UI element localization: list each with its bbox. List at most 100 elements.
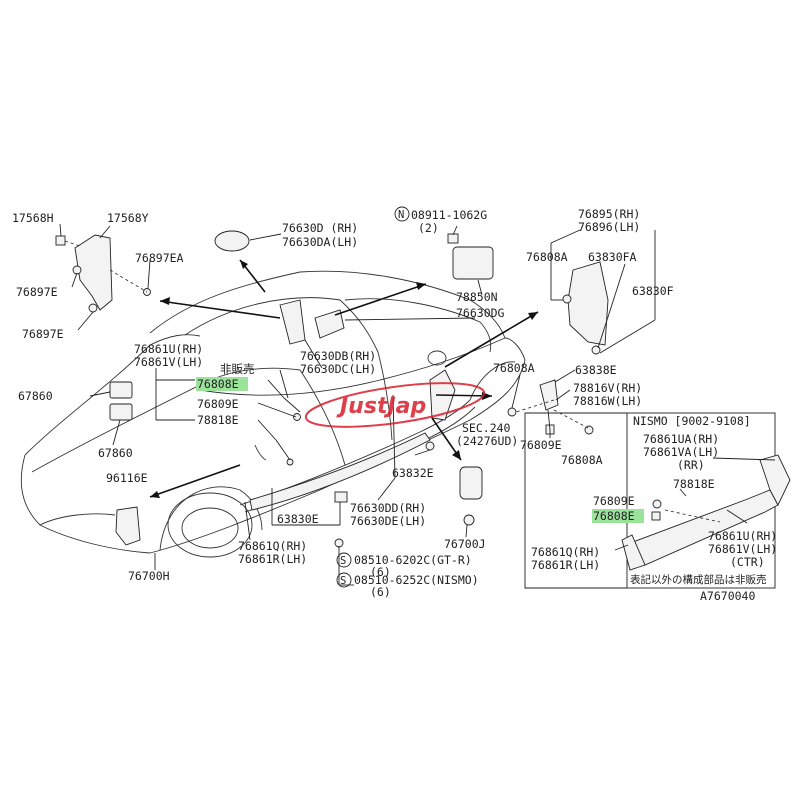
clip-63832E (425, 441, 435, 451)
nut-symbol-circle (394, 206, 410, 222)
label-nismo-header: NISMO [9002-9108] (633, 414, 751, 428)
side-sill-76861 (249, 432, 431, 511)
label-sec240: SEC.240 (462, 421, 511, 435)
pad-67860-lower (109, 403, 133, 421)
label-17568H: 17568H (12, 211, 54, 225)
label-76861Q: 76861Q(RH) (238, 539, 307, 553)
label-78816V: 78816V(RH) (573, 381, 642, 395)
label-76630DE: 76630DE(LH) (350, 514, 426, 528)
leader-arrows (149, 259, 539, 498)
screw-symbol-letter-gtr: S (340, 555, 346, 567)
label-76700H: 76700H (128, 569, 170, 583)
part-76630DG (314, 309, 345, 339)
label-76861R: 76861R(LH) (238, 552, 307, 566)
screw-symbol-circle-nismo (336, 572, 352, 588)
label-76897E-lower: 76897E (22, 327, 64, 341)
label-diagram-code: A7670040 (700, 589, 755, 603)
screw-symbol-circle-gtr (336, 552, 352, 568)
label-08510-nismo-qty: (6) (370, 585, 391, 599)
label-76808A-top: 76808A (526, 250, 568, 264)
label-76630DC: 76630DC(LH) (300, 362, 376, 376)
part-76700J-grommet (463, 514, 475, 526)
mudflap-96116E (115, 506, 141, 546)
label-76895: 76895(RH) (578, 207, 640, 221)
label-08510-gtr-qty: (6) (370, 565, 391, 579)
label-76861U-box: 76861U(RH) (708, 529, 777, 543)
label-67860-lower: 67860 (98, 446, 133, 460)
screw-76808A-low (584, 425, 594, 435)
clip-76809E-left (293, 413, 301, 421)
highlight-76808E-box (592, 509, 644, 523)
clip-76897E-lower (88, 303, 98, 313)
nismo-clip-76809E (652, 499, 662, 509)
nut-symbol-letter: N (398, 209, 404, 221)
label-76808A-mid: 76808A (493, 361, 535, 375)
label-63830FA: 63830FA (588, 250, 637, 264)
car-body-outline (20, 270, 526, 558)
label-76700J: 76700J (444, 537, 486, 551)
label-76630DB: 76630DB(RH) (300, 349, 376, 363)
label-76861VA: 76861VA(LH) (643, 445, 719, 459)
label-08510-gtr: 08510-6202C(GT-R) (354, 553, 472, 567)
label-76809E-box: 76809E (593, 494, 635, 508)
label-76809E-left: 76809E (197, 397, 239, 411)
label-78818E-box: 78818E (673, 477, 715, 491)
nismo-clip-76808E (651, 511, 661, 521)
label-96116E: 96116E (106, 471, 148, 485)
bracket-17568Y (74, 234, 113, 311)
label-hibanbai: 非販売 (220, 362, 255, 376)
nismo-rear-extension (759, 454, 791, 506)
label-78816W: 78816W(LH) (573, 394, 642, 408)
label-76808E-box: 76808E (593, 509, 635, 523)
label-76808A-low: 76808A (561, 453, 603, 467)
screw-symbol-letter-nismo: S (340, 575, 346, 587)
label-76861V-box: 76861V(LH) (708, 542, 777, 556)
screw-76808A-mid (507, 407, 517, 417)
label-76861Q-box: 76861Q(RH) (531, 545, 600, 559)
screw-08510 (334, 538, 344, 548)
label-63838E: 63838E (575, 363, 617, 377)
label-sec240-sub: (24276UD) (456, 434, 518, 448)
label-76809E-mid: 76809E (520, 438, 562, 452)
nismo-inset (524, 412, 791, 589)
label-76861U: 76861U(RH) (134, 342, 203, 356)
screw-76808A-top (562, 294, 572, 304)
watermark: JustJap (304, 382, 486, 428)
label-67860-upper: 67860 (18, 389, 53, 403)
label-76861V: 76861V(LH) (134, 355, 203, 369)
label-76861R-box: 76861R(LH) (531, 558, 600, 572)
label-17568Y: 17568Y (107, 211, 149, 225)
watermark-text: JustJap (336, 394, 426, 419)
part-76630D (214, 230, 250, 252)
part-76700J-cover (459, 466, 483, 500)
label-63832E: 63832E (392, 466, 434, 480)
label-ctr: (CTR) (730, 555, 765, 569)
label-08510-nismo: 08510-6252C(NISMO) (354, 573, 479, 587)
label-76897E-upper: 76897E (16, 285, 58, 299)
clip-78818E-left (286, 458, 294, 466)
part-76630DB (279, 299, 306, 345)
highlight-76808E-left (196, 377, 248, 391)
clip-76897E-upper (72, 265, 82, 275)
pad-67860-upper (109, 381, 133, 399)
label-box-note: 表記以外の構成部品は非販売 (630, 573, 767, 586)
label-76630D: 76630D (RH) (282, 221, 358, 235)
label-78850N: 78850N (456, 290, 498, 304)
label-63830F: 63830F (632, 284, 674, 298)
clip-63830E (334, 491, 348, 503)
label-76897EA: 76897EA (135, 251, 184, 265)
label-76896: 76896(LH) (578, 220, 640, 234)
nismo-front-extension (621, 534, 646, 571)
clip-17568H (55, 235, 66, 246)
mudguard-63830F (567, 261, 609, 346)
label-76630DG: 76630DG (456, 306, 505, 320)
part-labels: 17568H 17568Y 76897EA 76897E 76897E 7663… (12, 207, 777, 603)
label-08911: 08911-1062G (411, 208, 487, 222)
label-78818E-left: 78818E (197, 413, 239, 427)
part-78850N (452, 246, 494, 280)
label-76630DD: 76630DD(RH) (350, 501, 426, 515)
clip-63830FA (591, 345, 601, 355)
label-08911-qty: (2) (418, 221, 439, 235)
label-76630DA: 76630DA(LH) (282, 235, 358, 249)
